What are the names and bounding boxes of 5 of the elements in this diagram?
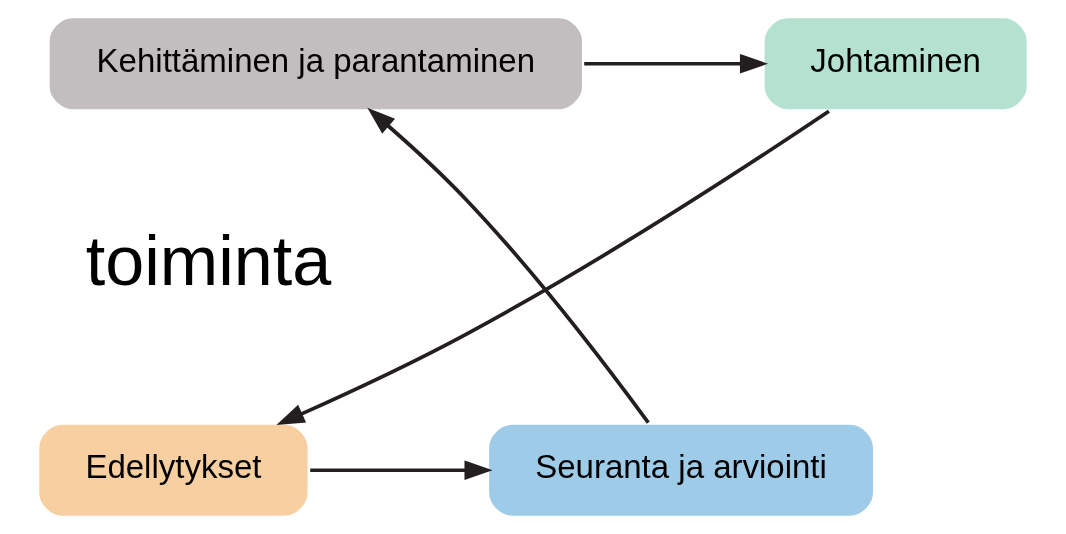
arrow (367, 107, 650, 424)
label: toiminta (85, 220, 332, 300)
arrow (276, 109, 830, 425)
arrow (584, 53, 769, 74)
arrow (310, 460, 493, 481)
